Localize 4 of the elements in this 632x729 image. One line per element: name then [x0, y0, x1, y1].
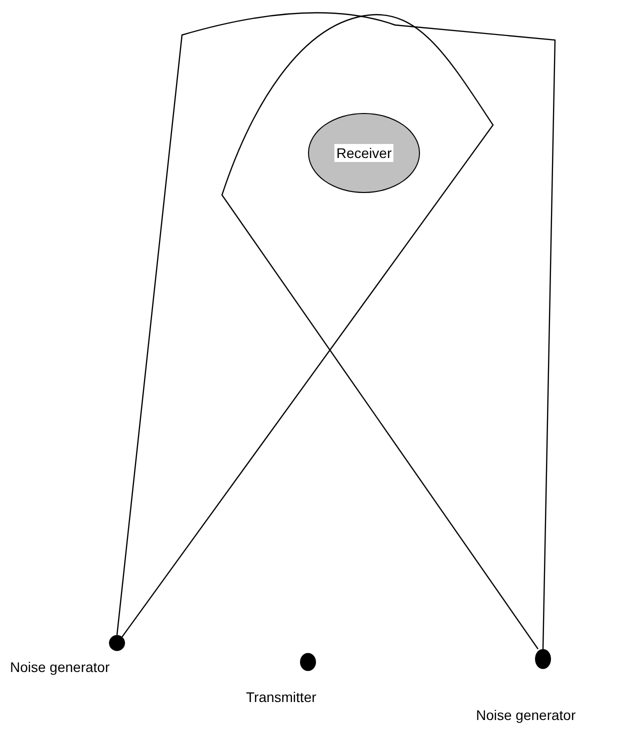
node-label: Transmitter: [246, 689, 316, 705]
node-label: Noise generator: [10, 659, 110, 675]
node-label: Receiver: [334, 144, 394, 162]
node-label: Noise generator: [476, 707, 576, 723]
